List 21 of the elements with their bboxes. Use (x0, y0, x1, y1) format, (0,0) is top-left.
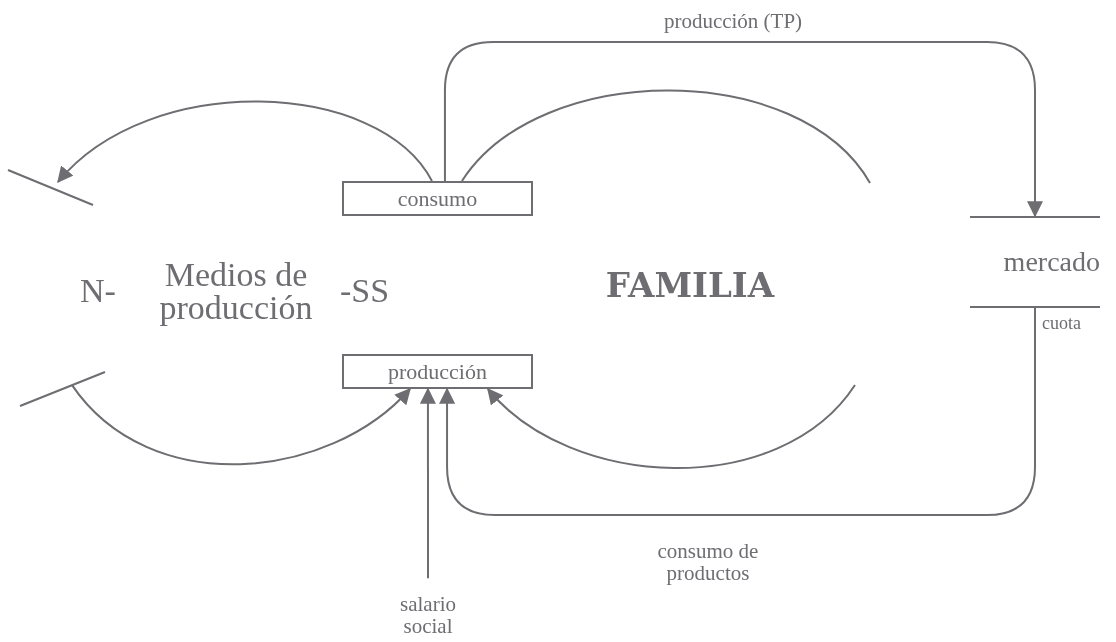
process-box (342, 354, 533, 389)
box-label: producción (388, 360, 487, 383)
side-label: N- (80, 274, 116, 308)
heading: FAMILIA (605, 267, 775, 302)
box-label: consumo (397, 187, 478, 210)
boundary-line (8, 170, 93, 205)
connector-line (460, 89, 871, 184)
node-label: Medios de producción (158, 257, 314, 325)
side-label: -SS (340, 274, 390, 308)
arrow (57, 100, 433, 183)
arrow (419, 387, 436, 580)
side-label: cuota (1042, 314, 1081, 332)
node-label: salario social (399, 592, 457, 638)
arrow (70, 383, 411, 466)
store-label: mercado (1003, 248, 1100, 276)
boundary-line (20, 372, 105, 406)
arrow (443, 41, 1043, 218)
arrow (486, 384, 856, 469)
data-store (970, 216, 1100, 308)
process-box (342, 181, 533, 216)
arrow (439, 307, 1036, 516)
